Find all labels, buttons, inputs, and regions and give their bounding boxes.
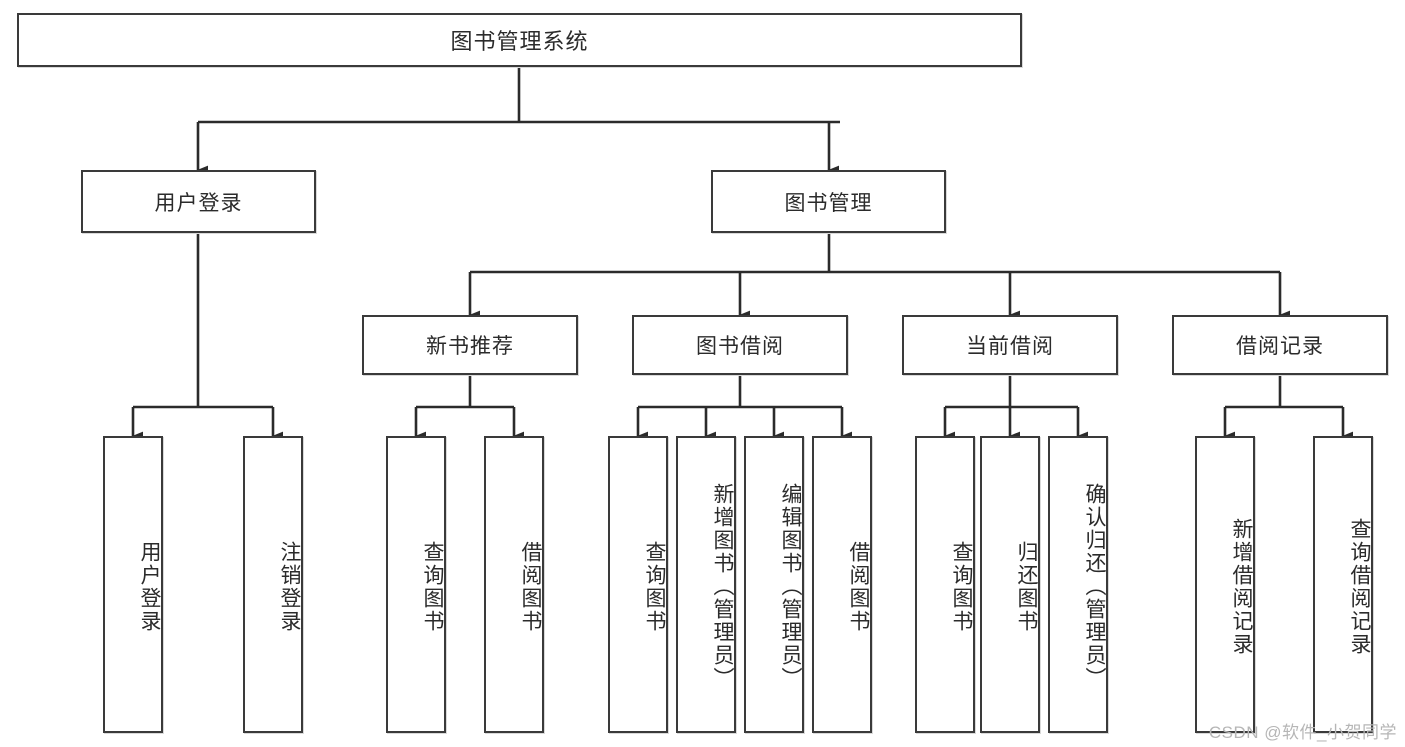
node-leaf-borrow-book-1[interactable]: 借阅图书 xyxy=(484,436,544,733)
node-label: 查询图书 xyxy=(421,540,444,633)
node-label: 查询图书 xyxy=(950,540,973,633)
node-label: 编辑图书（管理员） xyxy=(779,483,802,690)
node-leaf-user-login[interactable]: 用户登录 xyxy=(103,436,163,733)
node-label: 当前借阅 xyxy=(966,335,1054,358)
node-label: 新增图书（管理员） xyxy=(711,483,734,690)
node-label: 用户登录 xyxy=(138,540,161,633)
node-leaf-query-book-1[interactable]: 查询图书 xyxy=(386,436,446,733)
node-label: 借阅图书 xyxy=(519,540,542,633)
node-leaf-add-book[interactable]: 新增图书（管理员） xyxy=(676,436,736,733)
node-label: 新书推荐 xyxy=(426,335,514,358)
node-root-system[interactable]: 图书管理系统 xyxy=(17,13,1022,67)
node-leaf-borrow-book-2[interactable]: 借阅图书 xyxy=(812,436,872,733)
node-label: 图书管理 xyxy=(784,191,873,215)
node-label: 查询图书 xyxy=(643,540,666,633)
node-label: 图书管理系统 xyxy=(450,29,589,54)
node-label: 归还图书 xyxy=(1015,540,1038,633)
node-leaf-confirm-return[interactable]: 确认归还（管理员） xyxy=(1048,436,1108,733)
node-label: 图书借阅 xyxy=(696,335,784,358)
node-label: 确认归还（管理员） xyxy=(1083,483,1106,690)
node-leaf-edit-book[interactable]: 编辑图书（管理员） xyxy=(744,436,804,733)
node-leaf-query-book-3[interactable]: 查询图书 xyxy=(915,436,975,733)
node-label: 新增借阅记录 xyxy=(1230,517,1253,656)
node-label: 借阅图书 xyxy=(847,540,870,633)
node-current-borrow[interactable]: 当前借阅 xyxy=(902,315,1118,375)
node-leaf-return-book[interactable]: 归还图书 xyxy=(980,436,1040,733)
node-label: 借阅记录 xyxy=(1236,335,1324,358)
node-leaf-add-record[interactable]: 新增借阅记录 xyxy=(1195,436,1255,733)
node-label: 用户登录 xyxy=(154,191,243,215)
node-leaf-query-book-2[interactable]: 查询图书 xyxy=(608,436,668,733)
csdn-watermark: CSDN @软件_小贺同学 xyxy=(1208,723,1397,742)
node-label: 注销登录 xyxy=(278,540,301,633)
node-borrow-record[interactable]: 借阅记录 xyxy=(1172,315,1388,375)
node-user-login[interactable]: 用户登录 xyxy=(81,170,316,233)
node-book-manage[interactable]: 图书管理 xyxy=(711,170,946,233)
node-label: 查询借阅记录 xyxy=(1348,517,1371,656)
node-leaf-logout[interactable]: 注销登录 xyxy=(243,436,303,733)
node-leaf-query-record[interactable]: 查询借阅记录 xyxy=(1313,436,1373,733)
node-new-book-recommend[interactable]: 新书推荐 xyxy=(362,315,578,375)
node-book-borrow[interactable]: 图书借阅 xyxy=(632,315,848,375)
